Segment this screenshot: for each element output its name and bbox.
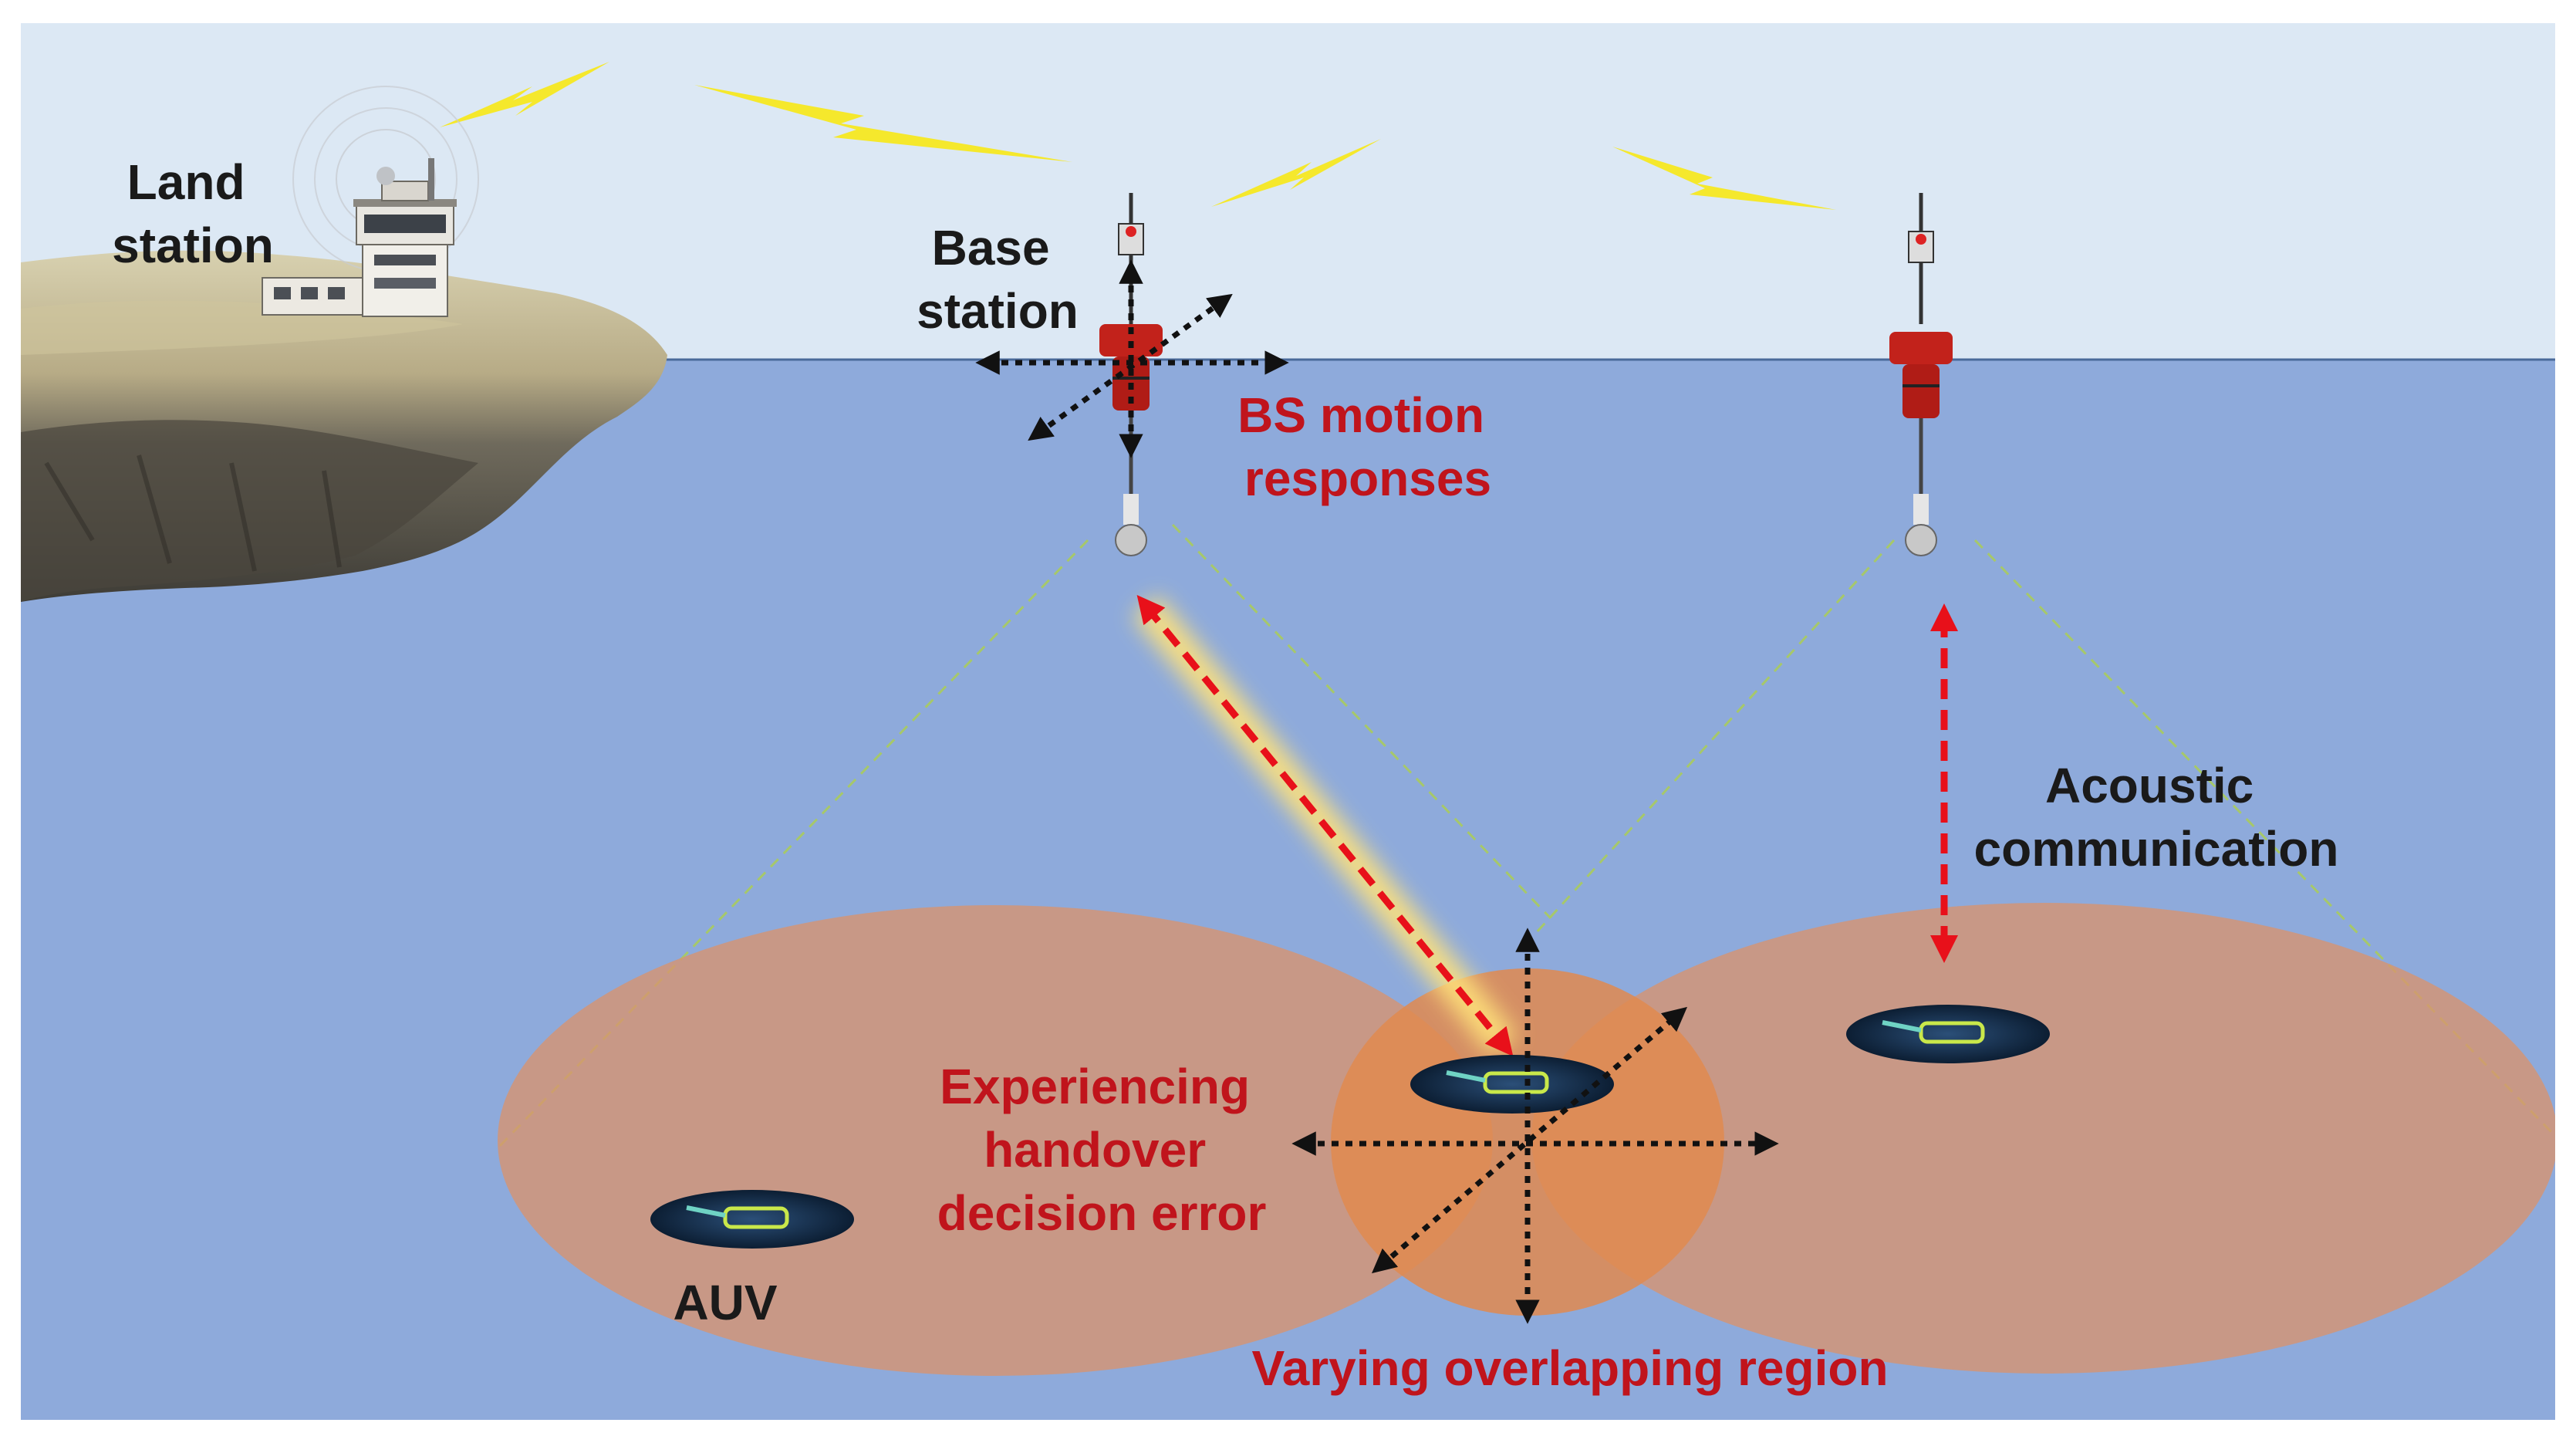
auv-label: AUV bbox=[673, 1275, 777, 1330]
lightning-bolt-icon bbox=[440, 62, 1836, 210]
base-station-label: Base station bbox=[917, 220, 1079, 339]
acoustic-communication-label: Acoustic communication bbox=[1974, 758, 2339, 877]
auv-icon bbox=[1846, 1005, 2050, 1063]
auv-icon bbox=[650, 1190, 854, 1249]
bs-motion-label: BS motion responses bbox=[1237, 387, 1498, 506]
auv-icon bbox=[1410, 1055, 1614, 1114]
buoy-icon bbox=[1889, 193, 1953, 556]
overlap-region-label: Varying overlapping region bbox=[1251, 1340, 1888, 1396]
acoustic-link-left bbox=[1132, 595, 1518, 1056]
coverage-area-right bbox=[1531, 903, 2555, 1374]
overlap-variation-arrows bbox=[1291, 928, 1779, 1324]
control-tower-icon bbox=[262, 86, 479, 317]
bs-motion-arrows bbox=[975, 259, 1289, 458]
handover-error-label: Experiencing handover decision error bbox=[937, 1059, 1267, 1241]
land-station-label: Land station bbox=[112, 154, 274, 273]
